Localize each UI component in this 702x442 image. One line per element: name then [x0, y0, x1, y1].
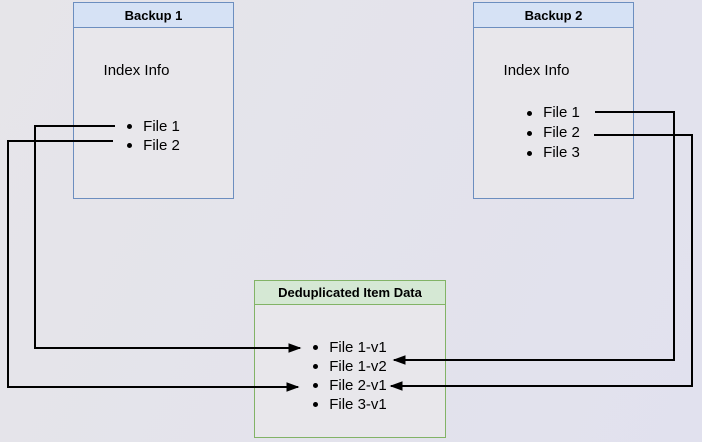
backup1-file-list: File 1 File 2	[74, 117, 233, 155]
backup2-node: Backup 2 Index Info File 1 File 2 File 3	[473, 2, 634, 199]
backup1-header: Backup 1	[74, 3, 233, 28]
backup2-item-file2: File 2	[474, 123, 633, 143]
dedup-node: Deduplicated Item Data File 1-v1 File 1-…	[254, 280, 446, 438]
backup1-item-file1: File 1	[74, 117, 233, 136]
backup2-item-file3: File 3	[474, 143, 633, 163]
backup1-node: Backup 1 Index Info File 1 File 2	[73, 2, 234, 199]
backup1-item-file2: File 2	[74, 136, 233, 155]
dedup-file-list: File 1-v1 File 1-v2 File 2-v1 File 3-v1	[255, 338, 445, 414]
backup2-title: Backup 2	[524, 7, 583, 23]
backup2-file-list: File 1 File 2 File 3	[474, 103, 633, 163]
dedup-header: Deduplicated Item Data	[255, 281, 445, 305]
dedup-item-file1-v1: File 1-v1	[255, 338, 445, 357]
backup1-title: Backup 1	[124, 7, 183, 23]
backup2-header: Backup 2	[474, 3, 633, 28]
backup2-item-file1: File 1	[474, 103, 633, 123]
backup2-index-info-label: Index Info	[503, 62, 570, 79]
dedup-item-file3-v1: File 3-v1	[255, 395, 445, 414]
backup1-index-info-label: Index Info	[103, 62, 170, 79]
dedup-item-file2-v1: File 2-v1	[255, 376, 445, 395]
dedup-title: Deduplicated Item Data	[278, 285, 422, 300]
dedup-item-file1-v2: File 1-v2	[255, 357, 445, 376]
